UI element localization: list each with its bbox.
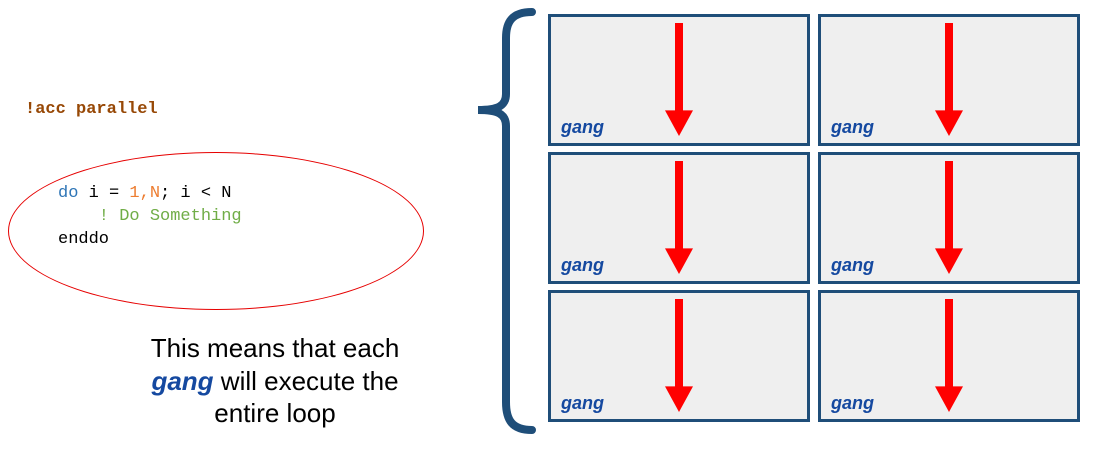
gang-label: gang — [831, 255, 874, 275]
gang-cell: gang — [818, 14, 1080, 146]
code-loop-cond: ; i < N — [160, 184, 232, 203]
caption-line1: This means that each — [150, 333, 400, 363]
down-arrow-icon — [935, 23, 963, 137]
gang-cell: gang — [548, 152, 810, 284]
gang-cell: gang — [818, 152, 1080, 284]
code-line-enddo: enddo — [58, 230, 110, 249]
gang-cell: gang — [818, 290, 1080, 422]
curly-brace — [477, 8, 536, 434]
down-arrow-icon — [665, 299, 693, 413]
gang-cell: gang — [548, 14, 810, 146]
gang-label: gang — [831, 117, 874, 137]
gang-label: gang — [561, 117, 604, 137]
code-loop-bounds: 1,N — [129, 184, 161, 203]
down-arrow-icon — [935, 161, 963, 275]
acc-parallel-directive: !acc parallel — [25, 100, 158, 119]
gang-label: gang — [831, 393, 874, 413]
code-block: do i = 1,N; i < N ! Do Something enddo — [58, 182, 242, 251]
code-comment-line: ! Do Something — [58, 207, 242, 226]
down-arrow-icon — [935, 299, 963, 413]
gang-cell: gang — [548, 290, 810, 422]
caption-line2-rest: will execute the — [213, 365, 399, 396]
caption-line3: entire loop — [214, 398, 336, 428]
down-arrow-icon — [665, 161, 693, 275]
code-line-do: do i = 1,N; i < N — [58, 182, 242, 205]
code-loop-var: i = — [78, 184, 130, 203]
code-keyword-do: do — [58, 184, 79, 203]
gang-grid: gang gang gang gang gang — [548, 14, 1080, 422]
caption-gang-word: gang — [151, 365, 214, 396]
down-arrow-icon — [665, 23, 693, 137]
caption: This means that each gang will execute t… — [105, 332, 445, 430]
gang-label: gang — [561, 393, 604, 413]
caption-line2: gang will execute the — [105, 365, 445, 398]
gang-label: gang — [561, 255, 604, 275]
code-highlight-ellipse — [8, 152, 424, 310]
